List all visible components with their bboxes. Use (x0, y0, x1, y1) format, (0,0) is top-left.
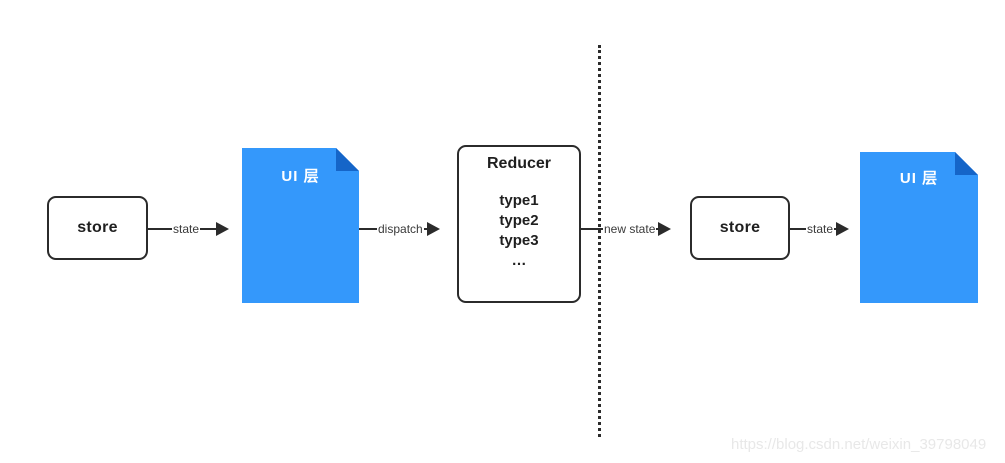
watermark-text: https://blog.csdn.net/weixin_39798049 (731, 436, 987, 453)
reducer-title: Reducer (486, 155, 552, 172)
arrow-head-icon (658, 222, 672, 236)
ui-layer-left: UI 层 (242, 148, 359, 303)
ui-layer-shape-icon (242, 148, 359, 303)
store-box-right: store (690, 196, 790, 260)
connector-new-state: new state (581, 217, 691, 241)
connector-line (359, 228, 377, 230)
connector-state-2: state (790, 217, 861, 241)
ui-layer-right-label: UI 层 (899, 170, 939, 187)
reducer-type-3: type3 (499, 232, 539, 249)
store-right-label: store (719, 219, 761, 236)
ui-layer-shape-icon (860, 152, 978, 303)
arrow-head-icon (216, 222, 230, 236)
store-left-label: store (77, 219, 118, 236)
connector-line (148, 228, 172, 230)
connector-state-2-label: state (807, 222, 834, 236)
connector-state-1-label: state (173, 222, 200, 236)
ui-layer-left-label: UI 层 (281, 168, 320, 185)
ui-layer-right: UI 层 (860, 152, 978, 303)
connector-line (656, 228, 659, 230)
connector-line (200, 228, 217, 230)
connector-dispatch-label: dispatch (378, 222, 423, 236)
phase-divider (598, 45, 601, 437)
arrow-head-icon (836, 222, 850, 236)
reducer-ellipsis: … (511, 252, 527, 269)
arrow-head-icon (426, 222, 440, 236)
connector-line (834, 228, 837, 230)
reducer-box: Reducer type1 type2 type3 … (457, 145, 581, 303)
connector-line (790, 228, 806, 230)
connector-line (581, 228, 603, 230)
reducer-type-2: type2 (499, 212, 539, 229)
connector-dispatch: dispatch (359, 217, 457, 241)
reducer-type-1: type1 (499, 192, 539, 209)
connector-line (423, 228, 427, 230)
store-box-left: store (47, 196, 148, 260)
connector-state-1: state (148, 217, 243, 241)
connector-new-state-label: new state (604, 222, 656, 236)
